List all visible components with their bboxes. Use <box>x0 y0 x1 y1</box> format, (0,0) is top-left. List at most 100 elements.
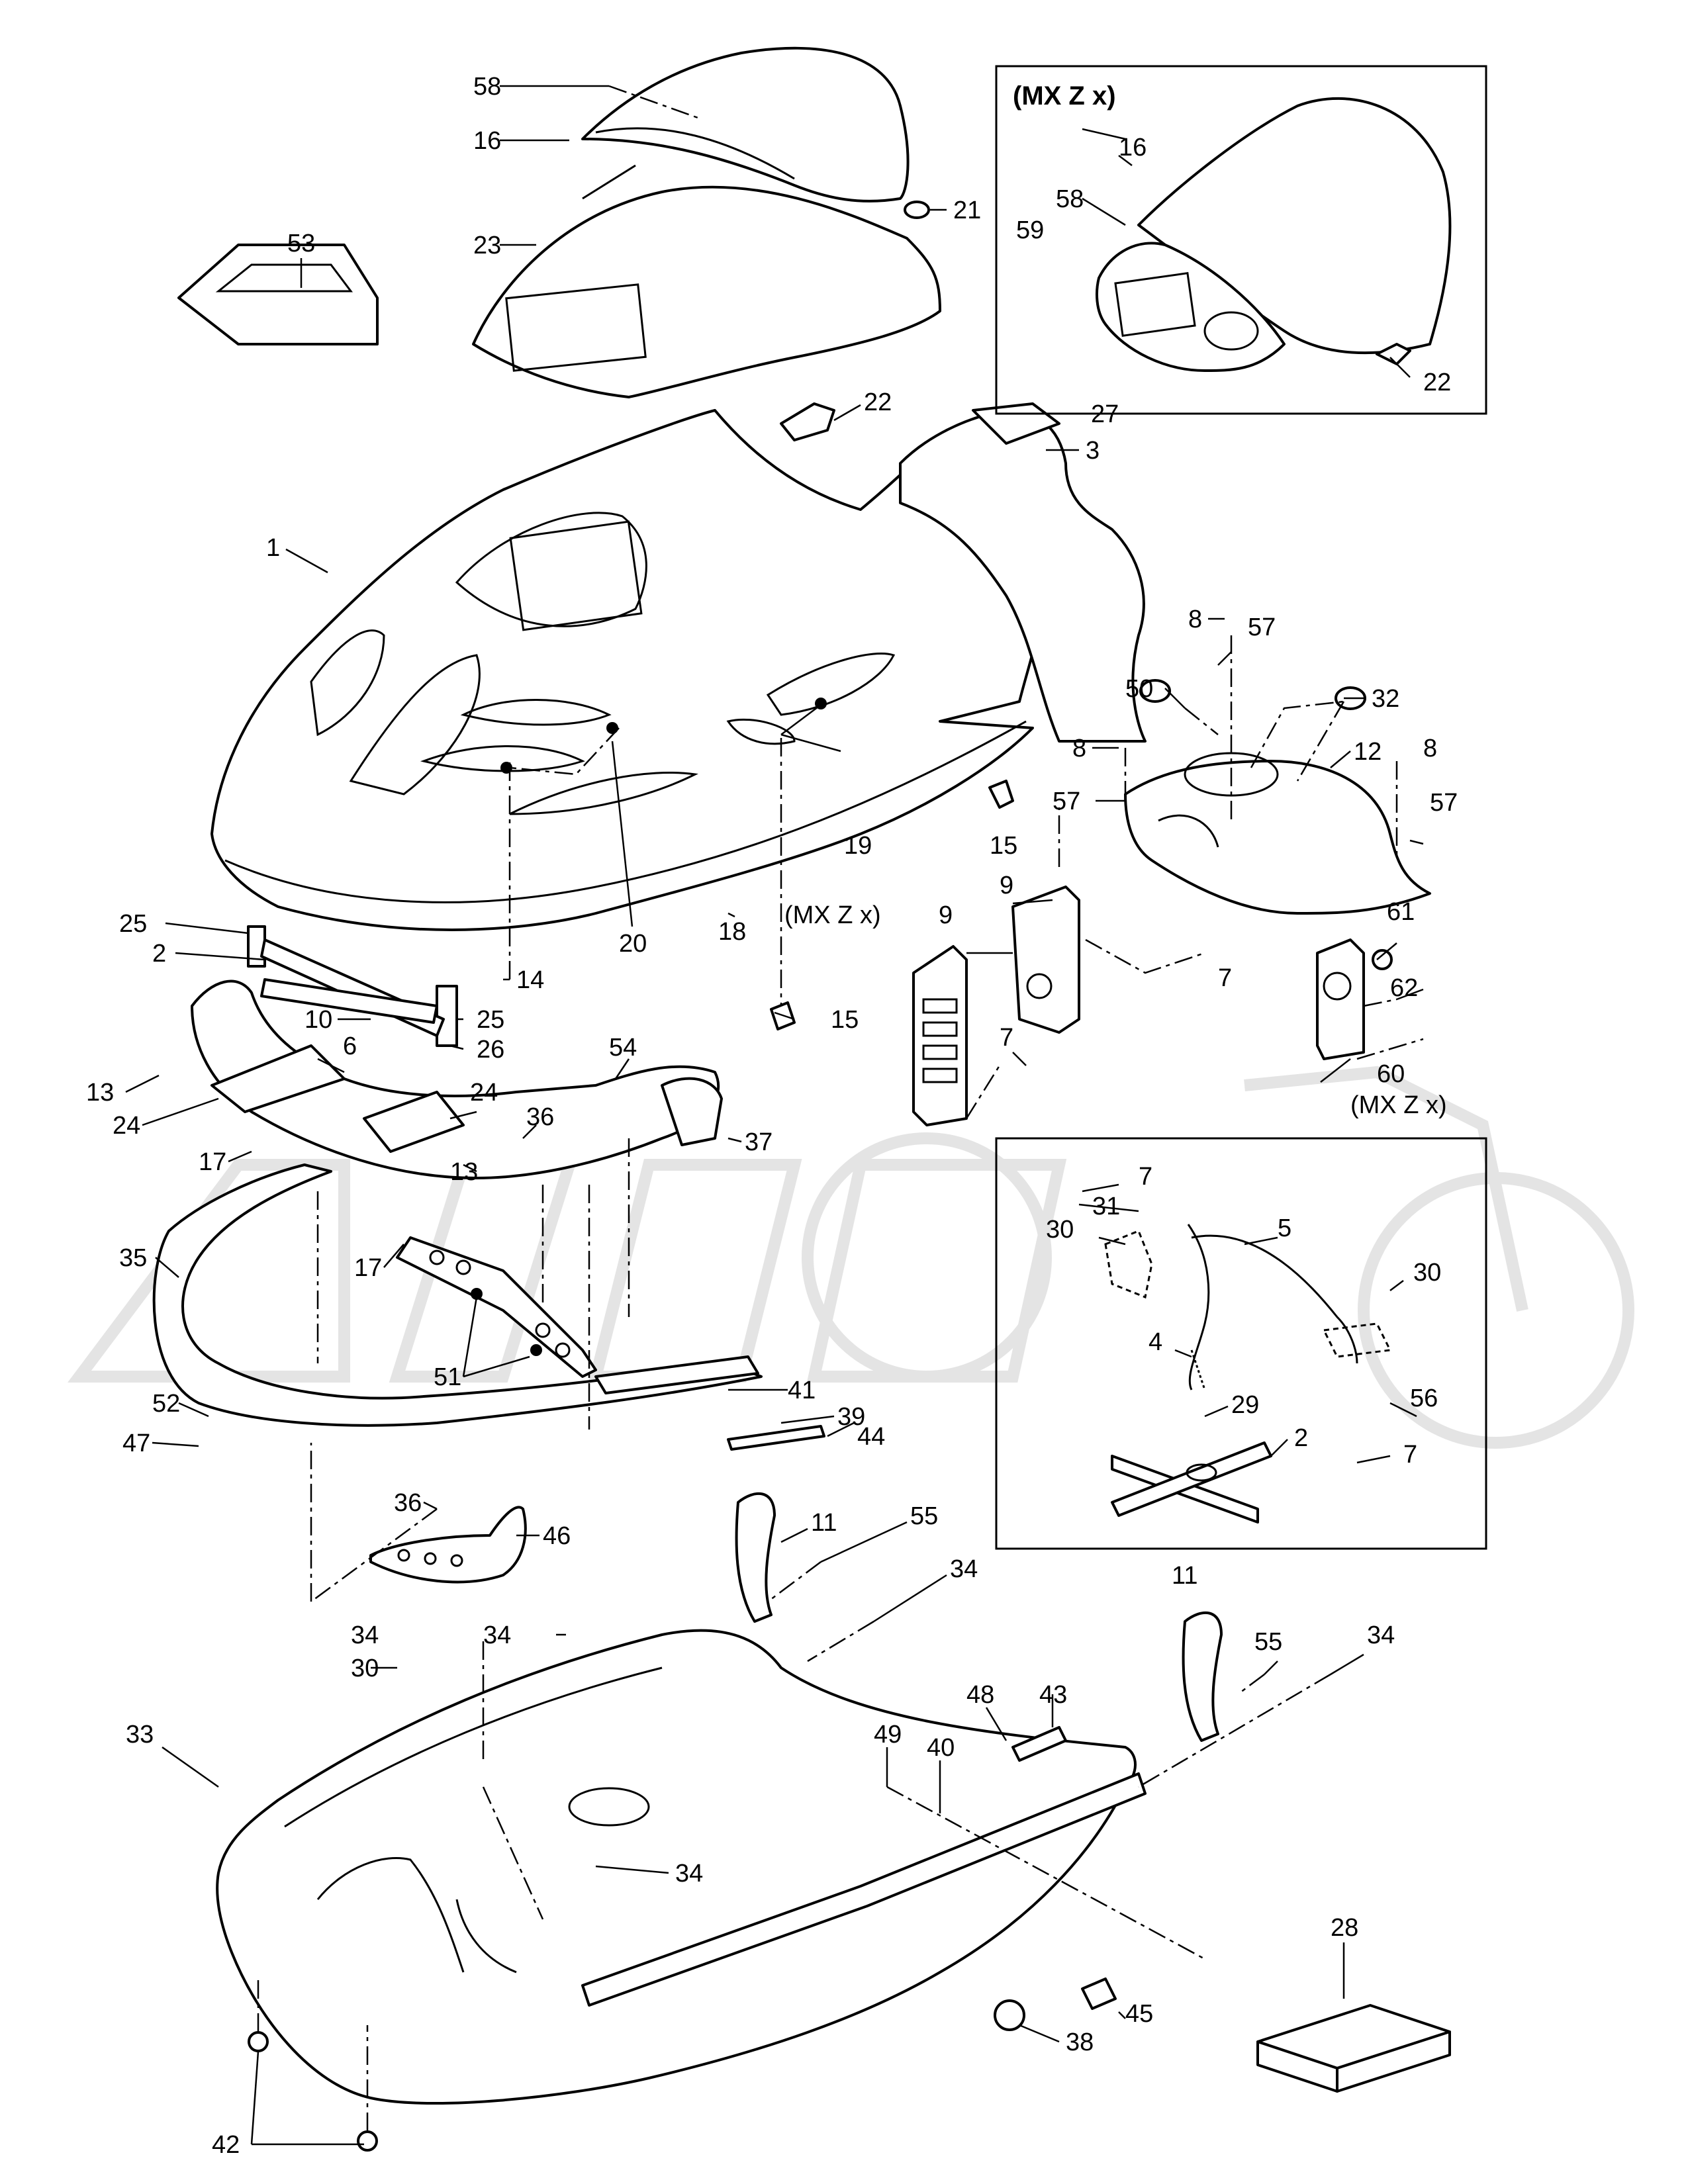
inset-callout-22: 22 <box>1423 369 1451 396</box>
part-9-variant-grille <box>912 945 968 1126</box>
callout-6: 6 <box>343 1032 357 1060</box>
part-46-bracket <box>369 1506 527 1584</box>
callout-10: 10 <box>305 1006 332 1034</box>
callout-42: 42 <box>212 2131 240 2159</box>
callout-45: 45 <box>1125 2000 1153 2028</box>
callout-34a: 34 <box>950 1555 978 1583</box>
callout-43: 43 <box>1039 1681 1067 1709</box>
part-23-console <box>472 185 941 398</box>
inset-callout-4: 4 <box>1149 1328 1162 1356</box>
part-28-block <box>1256 2004 1451 2093</box>
inset-callout-5: 5 <box>1278 1214 1291 1242</box>
callout-15a: 15 <box>990 832 1017 860</box>
inset-callout-56: 56 <box>1410 1385 1438 1412</box>
callout-60: 60 <box>1377 1060 1405 1088</box>
callout-12: 12 <box>1354 738 1382 766</box>
inset-callout-31: 31 <box>1092 1193 1120 1220</box>
callout-7b: 7 <box>1000 1024 1013 1052</box>
callout-57a: 57 <box>1248 614 1276 641</box>
callout-17b: 17 <box>354 1254 382 1282</box>
callout-1: 1 <box>266 534 280 562</box>
callout-30: 30 <box>351 1655 379 1682</box>
part-11-bracket-b <box>1182 1612 1223 1742</box>
part-50-cap <box>1139 679 1171 703</box>
inset-top-title: (MX Z x) <box>1013 81 1116 111</box>
part-15-clip <box>988 780 1014 809</box>
callout-57c: 57 <box>1430 789 1458 817</box>
callout-33: 33 <box>126 1721 154 1749</box>
part-42-fastener-b <box>357 2130 378 2152</box>
callout-16: 16 <box>473 127 501 155</box>
inset-bottom-labels: 7 31 30 5 30 4 29 56 2 7 <box>1046 1163 1441 1469</box>
callout-3: 3 <box>1086 437 1100 465</box>
callout-21: 21 <box>953 197 981 224</box>
callout-26: 26 <box>477 1036 504 1064</box>
callout-54: 54 <box>609 1034 637 1062</box>
callout-8a: 8 <box>1188 606 1202 633</box>
callout-24a: 24 <box>113 1112 140 1140</box>
callout-11b: 11 <box>1172 1562 1197 1590</box>
part-11-bracket-a <box>735 1492 776 1623</box>
variant-note-right: (MX Z x) <box>1350 1091 1447 1119</box>
callout-41: 41 <box>788 1377 816 1404</box>
callout-25b: 25 <box>477 1006 504 1034</box>
callout-34d: 34 <box>483 1621 511 1649</box>
callout-36a: 36 <box>526 1103 554 1131</box>
callout-20: 20 <box>619 930 647 958</box>
callout-25a: 25 <box>119 910 147 938</box>
callout-9a: 9 <box>1000 872 1013 899</box>
callout-62: 62 <box>1390 974 1418 1002</box>
inset-callout-16: 16 <box>1119 134 1147 161</box>
part-45-label <box>1081 1978 1117 2010</box>
callout-2: 2 <box>152 940 166 968</box>
part-60-variant-grille <box>1316 938 1393 1060</box>
callout-34e: 34 <box>675 1860 703 1888</box>
callout-49: 49 <box>874 1721 902 1749</box>
part-33-belly-pan <box>216 1629 1147 2105</box>
callout-labels: 58 16 21 23 53 22 27 3 1 8 57 50 32 8 12… <box>86 73 1458 2159</box>
part-21-grommet <box>904 201 930 219</box>
part-22-clip <box>780 402 835 441</box>
part-51-bracket <box>396 1236 597 1378</box>
part-9-panel <box>1011 886 1080 1034</box>
callout-44: 44 <box>857 1423 885 1451</box>
callout-17a: 17 <box>199 1148 226 1176</box>
callout-8b: 8 <box>1072 735 1086 762</box>
part-37-front-bumper-bracket <box>191 979 723 1179</box>
inset-callout-7-top: 7 <box>1139 1163 1152 1191</box>
callout-39: 39 <box>837 1403 865 1431</box>
callout-36b: 36 <box>394 1489 422 1517</box>
callout-48: 48 <box>966 1681 994 1709</box>
callout-40: 40 <box>927 1734 955 1762</box>
callout-19: 19 <box>844 832 872 860</box>
callout-58: 58 <box>473 73 501 101</box>
callout-27: 27 <box>1091 400 1119 428</box>
inset-top-frame <box>995 65 1487 415</box>
inset-callout-30-left: 30 <box>1046 1216 1074 1244</box>
callout-13b: 13 <box>450 1158 478 1186</box>
callout-55a: 55 <box>910 1502 938 1530</box>
part-41-strip <box>594 1355 759 1394</box>
callout-23: 23 <box>473 232 501 259</box>
callout-8c: 8 <box>1423 735 1437 762</box>
variant-note-left: (MX Z x) <box>784 901 881 929</box>
inset-callout-7-bottom: 7 <box>1403 1441 1417 1469</box>
callout-57b: 57 <box>1053 788 1080 815</box>
callout-46: 46 <box>543 1522 571 1550</box>
callout-35: 35 <box>119 1244 147 1272</box>
inset-callout-30-right: 30 <box>1413 1259 1441 1287</box>
part-12-housing <box>1124 752 1431 915</box>
callout-7a: 7 <box>1218 964 1232 992</box>
part-2-bracket-assembly <box>247 925 458 1047</box>
callout-61: 61 <box>1387 898 1415 926</box>
callout-24b: 24 <box>470 1079 498 1107</box>
callout-53: 53 <box>287 230 315 257</box>
part-38-plug <box>994 1999 1025 2031</box>
part-16-windshield <box>581 46 910 203</box>
callout-34c: 34 <box>351 1621 379 1649</box>
part-53-vent <box>177 244 379 345</box>
callout-14: 14 <box>516 966 544 994</box>
inset-top-labels: 16 58 59 22 <box>1016 134 1451 396</box>
inset-bottom-parts <box>1104 1224 1392 1524</box>
